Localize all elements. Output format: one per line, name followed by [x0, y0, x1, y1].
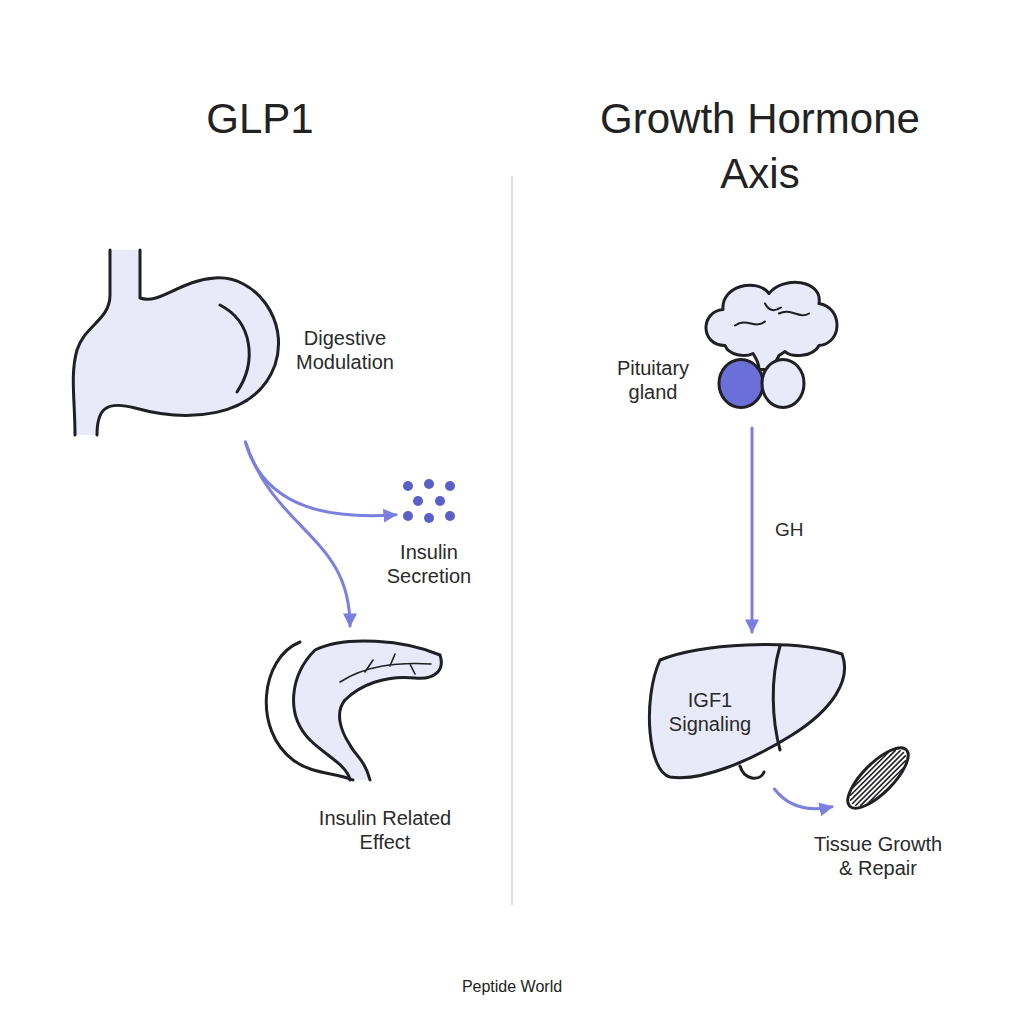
liver-illustration — [640, 640, 850, 785]
node-label: Digestive Modulation — [283, 326, 407, 375]
pancreas-illustration — [255, 630, 445, 780]
insulin-dots — [400, 478, 458, 524]
organ-node: Pituitary gland — [695, 272, 845, 410]
node-label: Insulin Related Effect — [303, 806, 467, 855]
organ-node: Insulin Related Effect — [255, 630, 445, 780]
flow-arrow — [245, 442, 396, 516]
flow-arrow — [774, 789, 832, 809]
column-heading: GLP1 — [110, 92, 410, 147]
column-divider — [511, 176, 513, 905]
flow-arrow — [751, 428, 754, 632]
node-label: Insulin Secretion — [372, 540, 486, 589]
node-label: Pituitary gland — [603, 356, 703, 405]
organ-node: Digestive Modulation — [65, 250, 285, 440]
stomach-illustration — [65, 250, 285, 440]
flow-arrow — [245, 442, 350, 626]
muscle-illustration — [838, 738, 918, 818]
edge-label: GH — [772, 518, 807, 542]
organ-node: IGF1 Signaling — [640, 640, 850, 785]
organ-node: Tissue Growth & Repair — [838, 738, 918, 818]
node-label: Tissue Growth & Repair — [806, 832, 950, 881]
watermark: Peptide World — [362, 978, 662, 996]
pituitary-illustration — [695, 272, 845, 410]
column-heading: Growth Hormone Axis — [570, 92, 950, 201]
node-label: IGF1 Signaling — [652, 688, 768, 737]
organ-node: Insulin Secretion — [400, 478, 458, 524]
